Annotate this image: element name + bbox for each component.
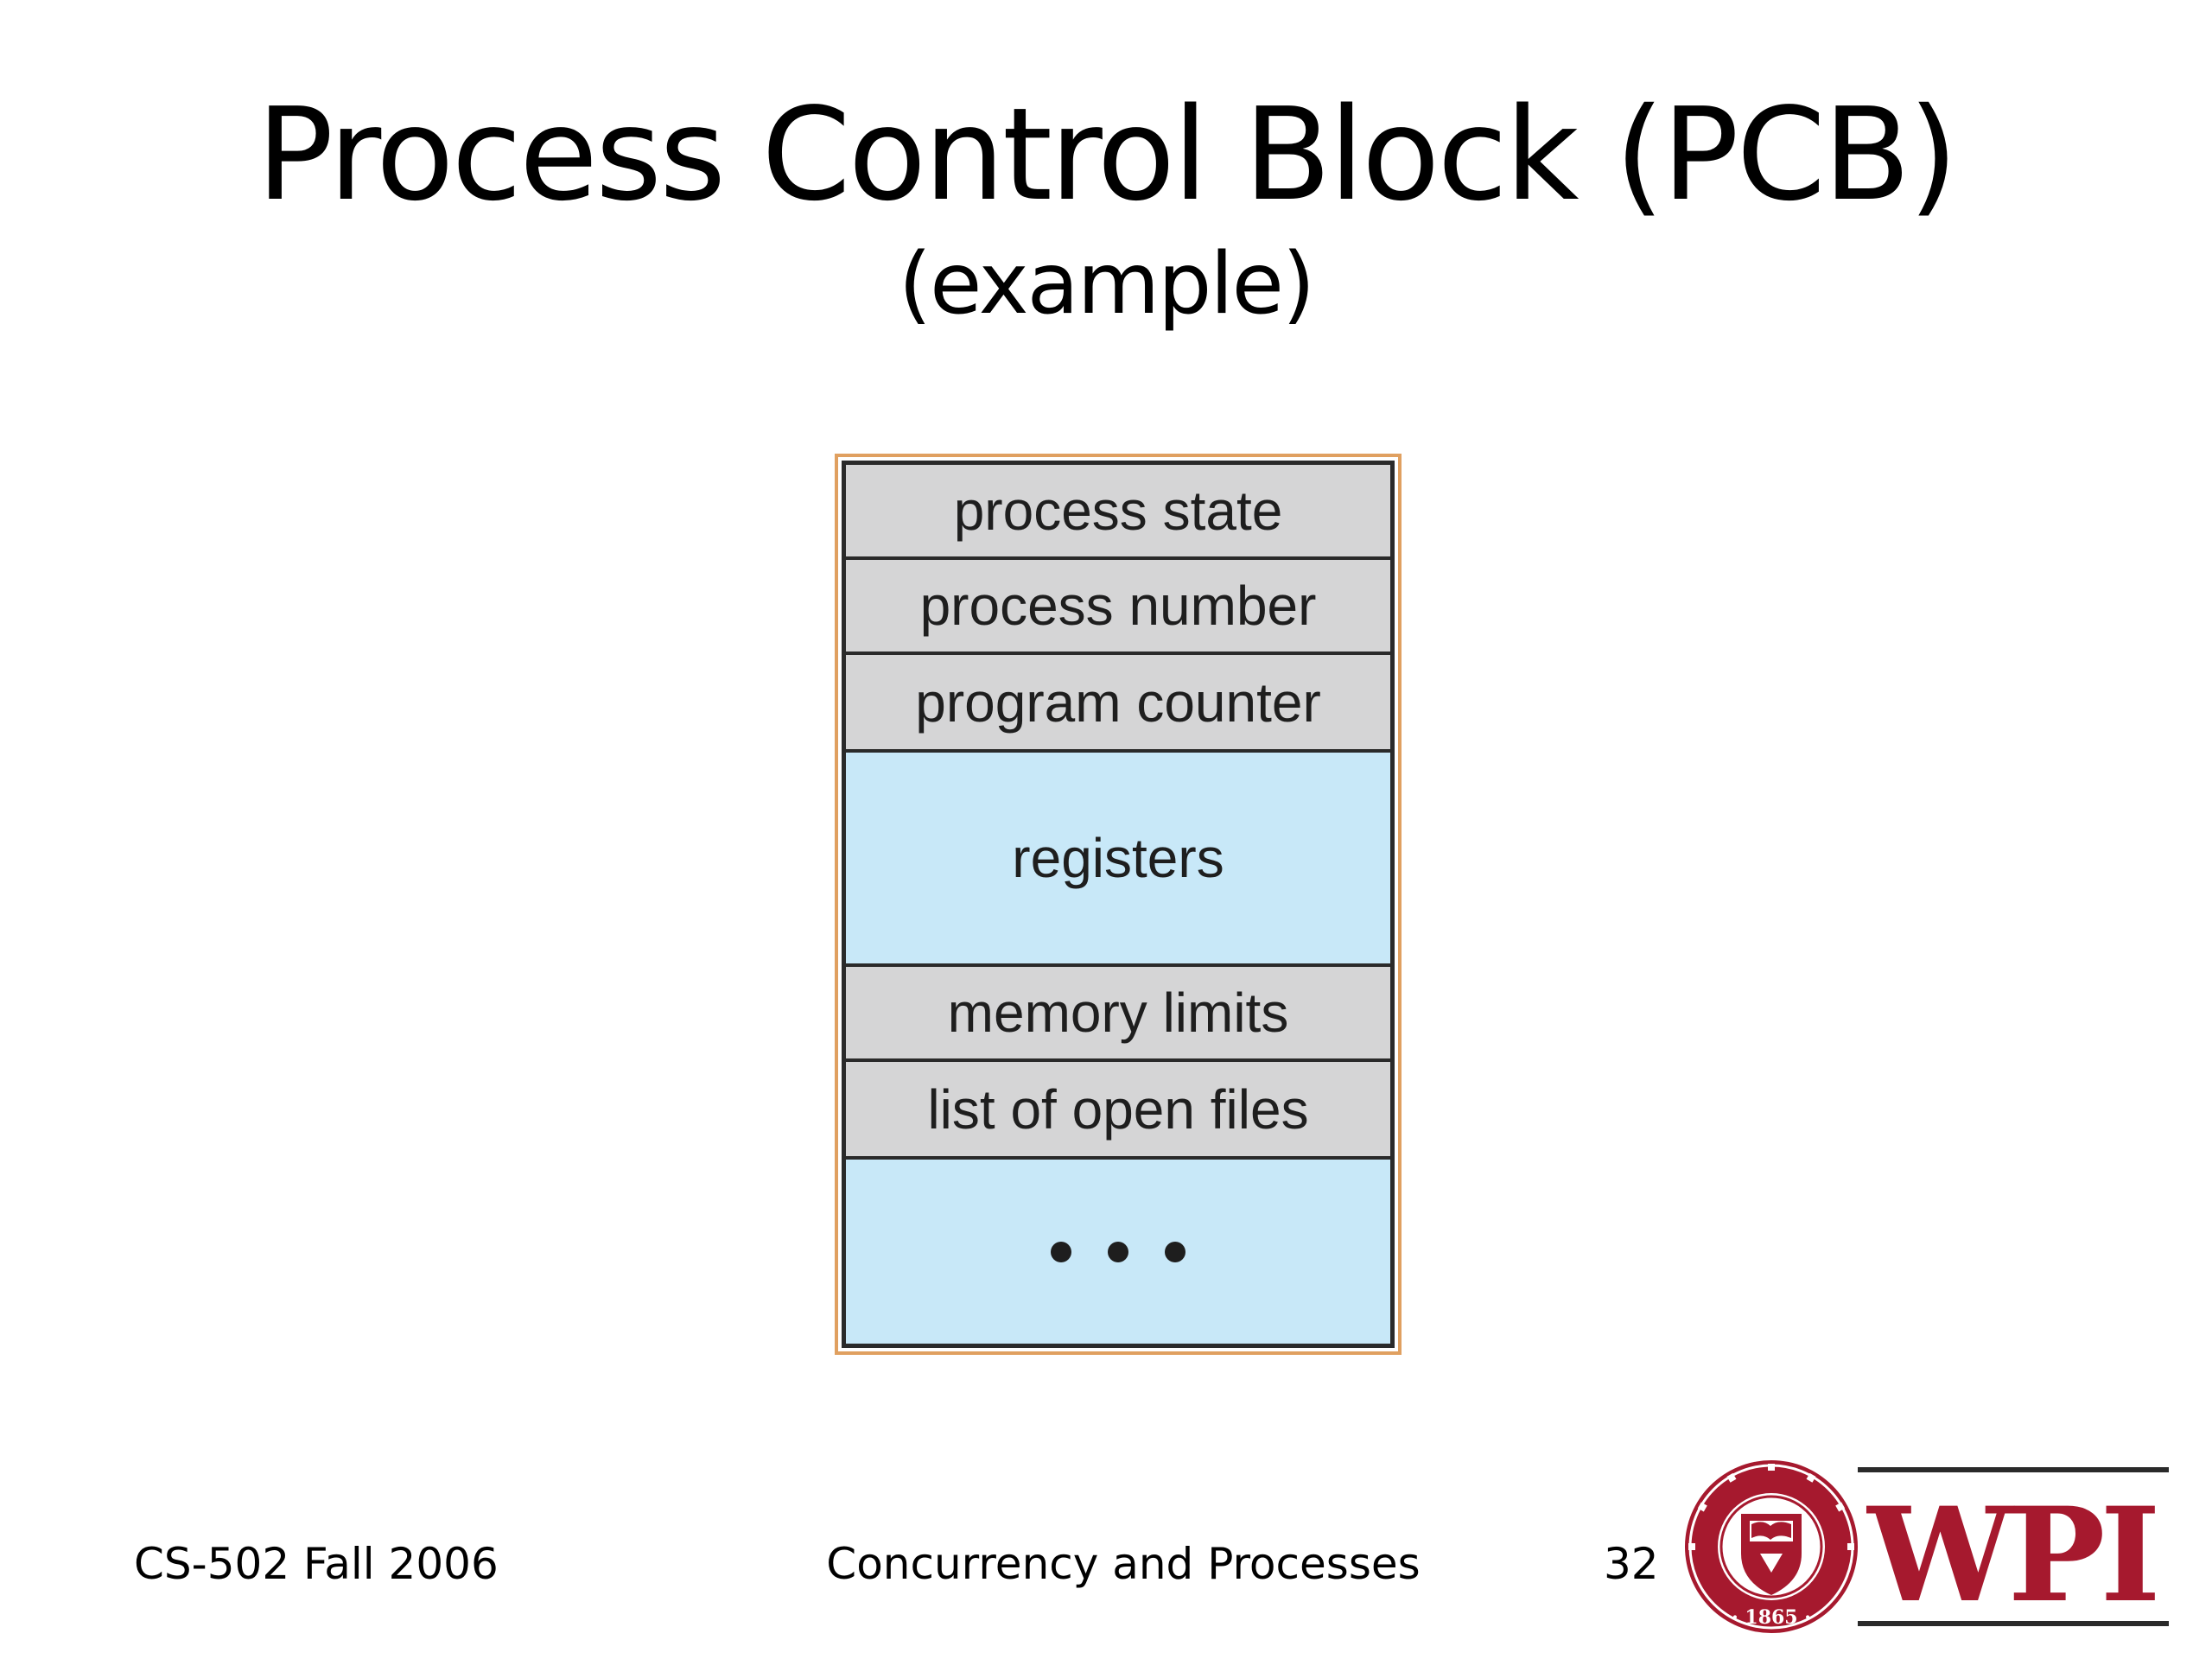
pcb-field-memory-limits: memory limits [846, 967, 1390, 1062]
slide-title: Process Control Block (PCB) [256, 80, 1958, 229]
footer-page-number: 32 [1604, 1539, 1659, 1589]
pcb-block: process state process number program cou… [842, 461, 1395, 1348]
slide-subtitle: (example) [898, 235, 1315, 334]
pcb-field-program-counter: program counter [846, 655, 1390, 753]
pcb-field-more [846, 1160, 1390, 1344]
footer-topic: Concurrency and Processes [826, 1539, 1421, 1589]
pcb-field-registers: registers [846, 753, 1390, 967]
wpi-logo: · 1865 · WPI [1685, 1460, 2169, 1633]
pcb-field-open-files: list of open files [846, 1062, 1390, 1160]
svg-text:· 1865 ·: · 1865 · [1732, 1606, 1811, 1629]
wpi-seal-icon: · 1865 · [1685, 1460, 1858, 1633]
pcb-diagram: process state process number program cou… [835, 454, 1402, 1355]
footer-course: CS-502 Fall 2006 [134, 1539, 499, 1589]
pcb-field-process-state: process state [846, 465, 1390, 560]
ellipsis-dots-icon [1051, 1241, 1185, 1262]
pcb-field-process-number: process number [846, 560, 1390, 655]
svg-text:WPI: WPI [1866, 1479, 2155, 1631]
